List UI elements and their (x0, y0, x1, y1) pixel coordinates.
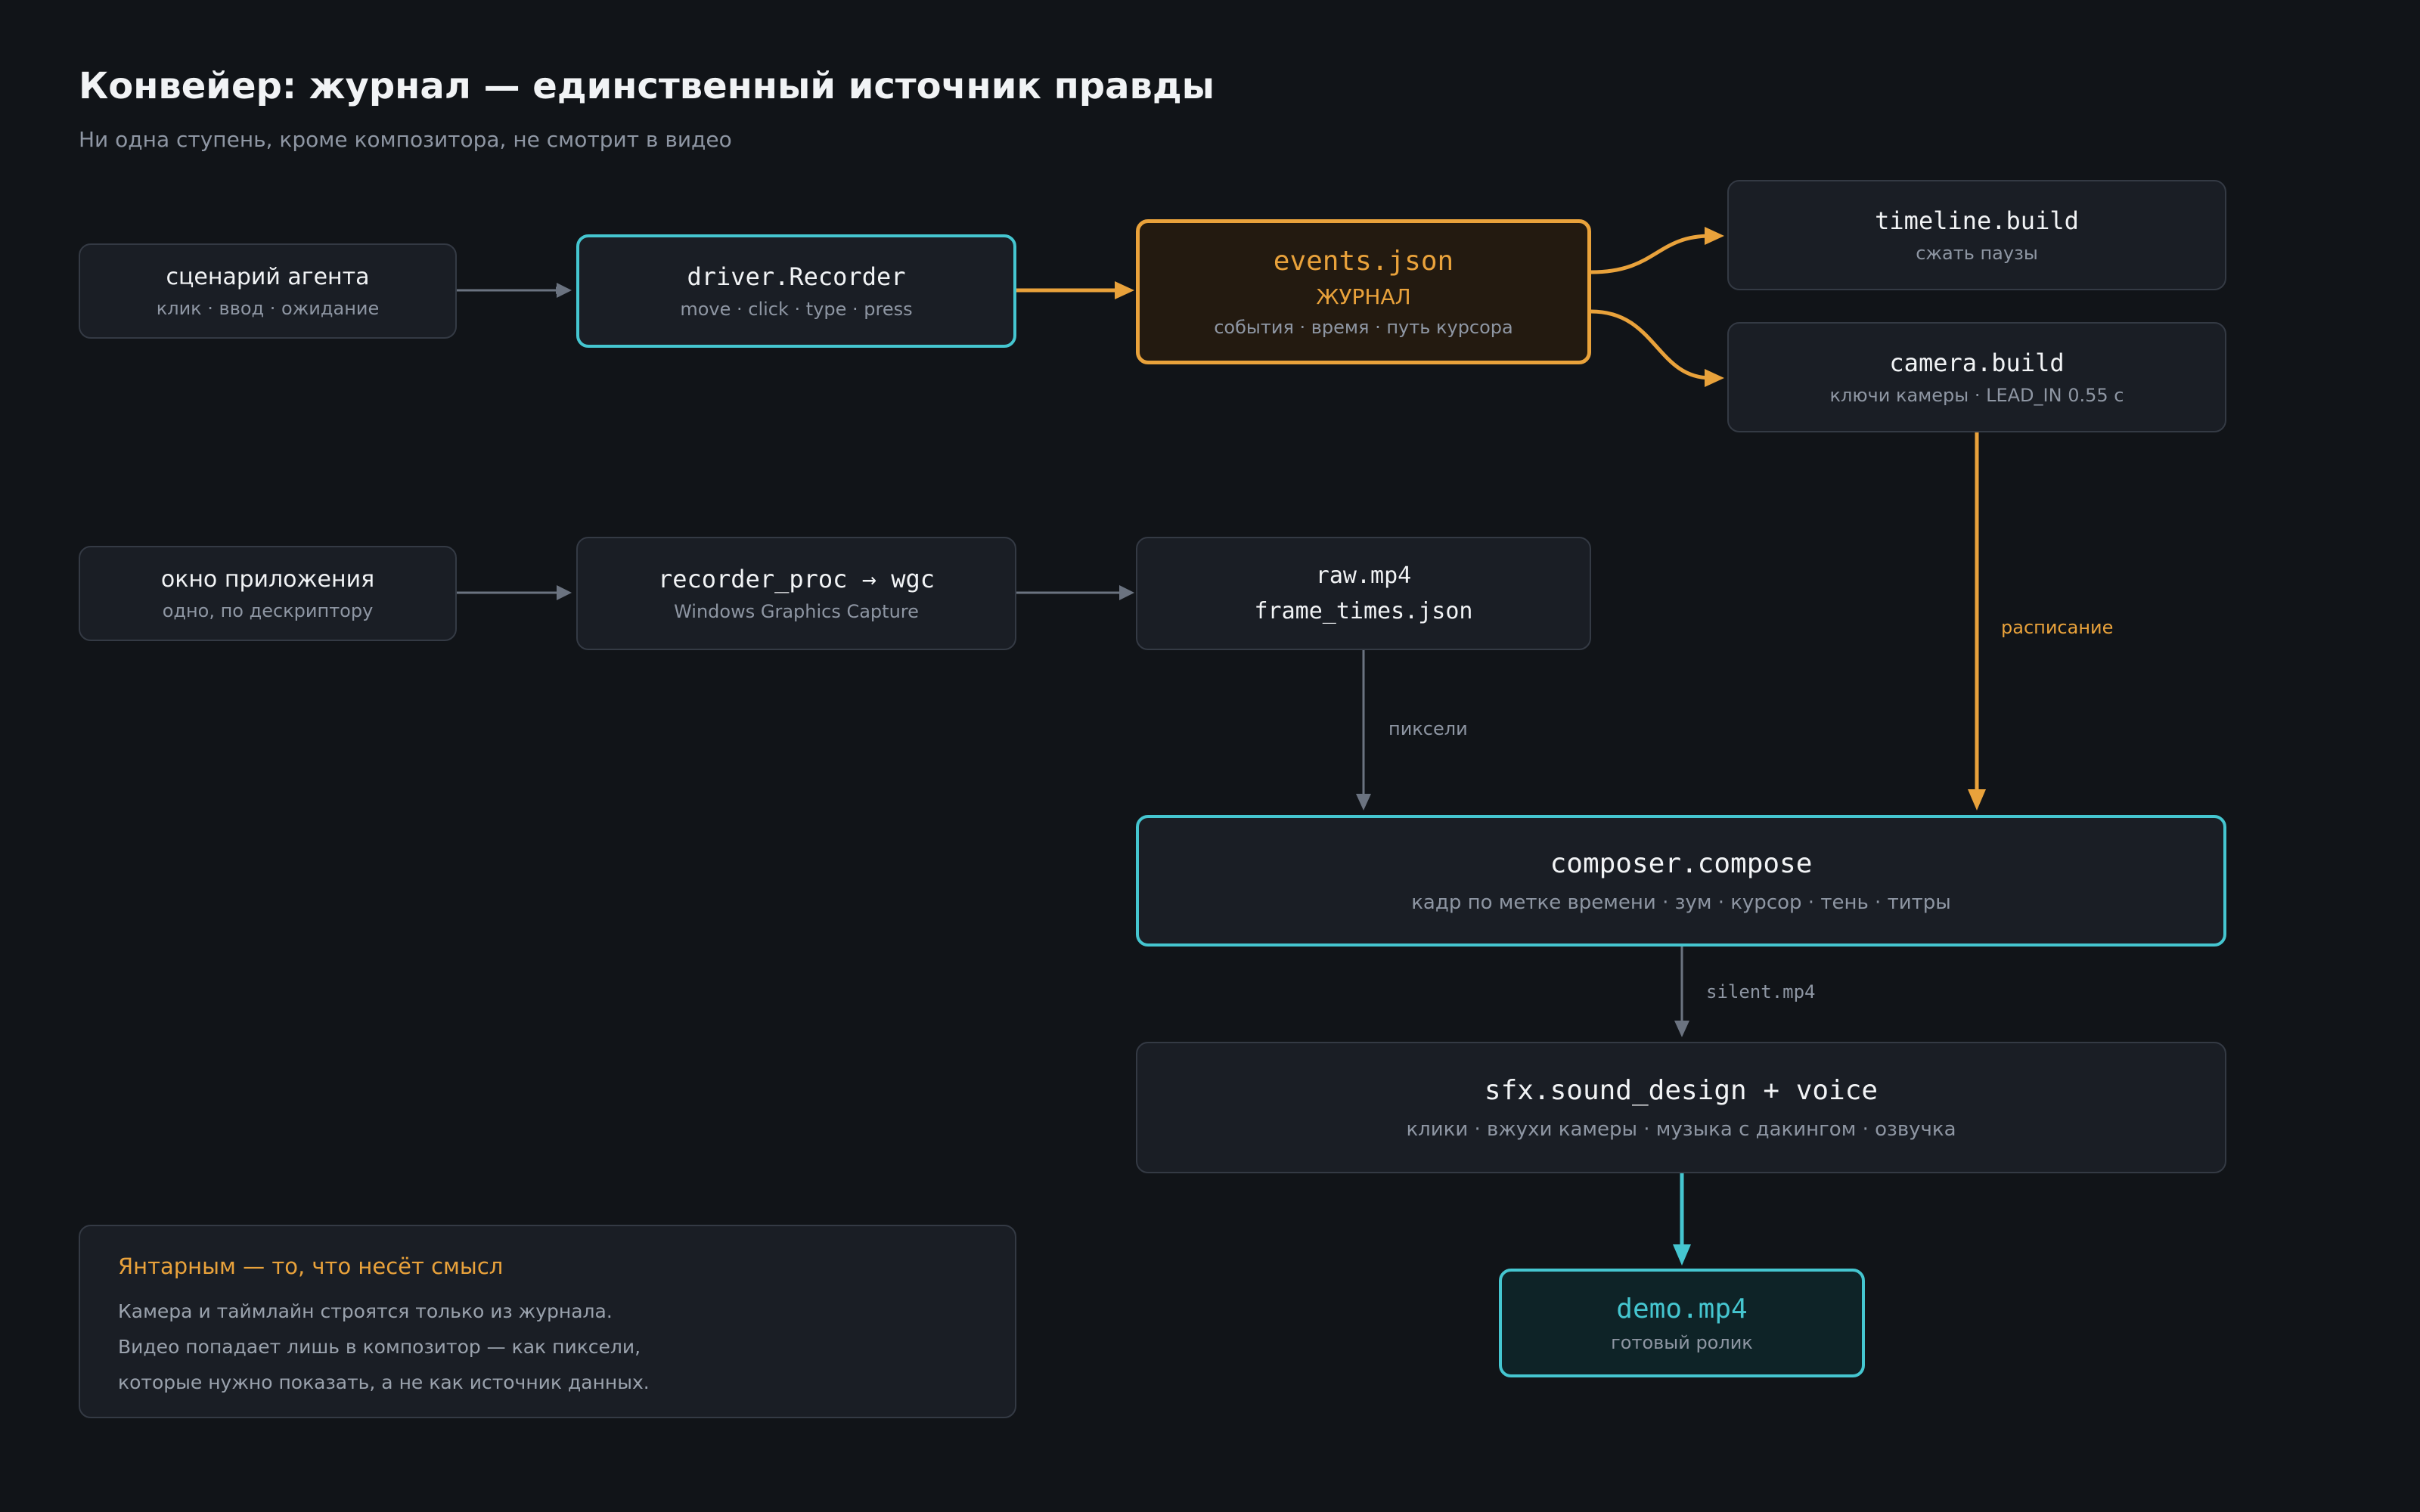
node-camera-build-title: camera.build (1889, 349, 2065, 377)
edge-events-to-timeline (1590, 234, 1711, 274)
node-composer-sub: кадр по метке времени · зум · курсор · т… (1411, 891, 1951, 914)
legend-box: Янтарным — то, что несёт смысл Камера и … (79, 1225, 1016, 1418)
node-demo-sub: готовый ролик (1611, 1331, 1753, 1353)
node-driver-recorder: driver.Recorder move · click · type · pr… (576, 234, 1016, 348)
node-app-window-title: окно приложения (160, 565, 375, 593)
node-app-window: окно приложения одно, по дескриптору (79, 546, 457, 641)
node-raw-mp4-line1: raw.mp4 (1315, 562, 1412, 589)
node-timeline-build-sub: сжать паузы (1916, 243, 2038, 264)
page-subtitle: Ни одна ступень, кроме композитора, не с… (79, 127, 732, 152)
node-raw-mp4: raw.mp4 frame_times.json (1136, 537, 1591, 650)
node-sfx: sfx.sound_design + voice клики · вжухи к… (1136, 1042, 2226, 1173)
node-sfx-title: sfx.sound_design + voice (1484, 1074, 1879, 1106)
node-events-json-sub: события · время · путь курсора (1214, 317, 1513, 338)
node-demo: demo.mp4 готовый ролик (1499, 1269, 1865, 1377)
node-recorder-proc-sub: Windows Graphics Capture (674, 601, 919, 622)
node-timeline-build: timeline.build сжать паузы (1727, 180, 2226, 290)
edge-label-pixels: пиксели (1388, 718, 1468, 739)
node-events-json-tag: ЖУРНАЛ (1316, 284, 1411, 309)
node-app-window-sub: одно, по дескриптору (162, 600, 374, 621)
node-timeline-build-title: timeline.build (1875, 206, 2079, 235)
node-composer: composer.compose кадр по метке времени ·… (1136, 815, 2226, 947)
node-driver-recorder-sub: move · click · type · press (680, 299, 913, 320)
node-driver-recorder-title: driver.Recorder (687, 262, 906, 291)
node-events-json-title: events.json (1273, 246, 1454, 277)
node-agent-script: сценарий агента клик · ввод · ожидание (79, 243, 457, 339)
node-camera-build-sub: ключи камеры · LEAD_IN 0.55 с (1829, 385, 2124, 406)
node-demo-title: demo.mp4 (1616, 1293, 1748, 1325)
legend-line: Камера и таймлайн строятся только из жур… (118, 1300, 613, 1322)
edge-label-schedule: расписание (2001, 617, 2114, 638)
node-agent-script-sub: клик · ввод · ожидание (156, 297, 380, 319)
node-recorder-proc-title: recorder_proc → wgc (657, 565, 935, 593)
edge-label-silent: silent.mp4 (1706, 981, 1816, 1002)
node-recorder-proc: recorder_proc → wgc Windows Graphics Cap… (576, 537, 1016, 650)
node-camera-build: camera.build ключи камеры · LEAD_IN 0.55… (1727, 322, 2226, 432)
legend-title: Янтарным — то, что несёт смысл (118, 1253, 504, 1279)
node-events-json: events.json ЖУРНАЛ события · время · пут… (1136, 219, 1591, 364)
node-raw-mp4-line2: frame_times.json (1254, 598, 1473, 624)
edge-events-to-camera (1590, 309, 1711, 380)
legend-line: которые нужно показать, а не как источни… (118, 1371, 650, 1393)
node-agent-script-title: сценарий агента (166, 263, 370, 290)
node-sfx-sub: клики · вжухи камеры · музыка с дакингом… (1406, 1117, 1956, 1141)
node-composer-title: composer.compose (1550, 847, 1813, 879)
page-title: Конвейер: журнал — единственный источник… (79, 65, 1215, 107)
legend-line: Видео попадает лишь в композитор — как п… (118, 1336, 641, 1358)
